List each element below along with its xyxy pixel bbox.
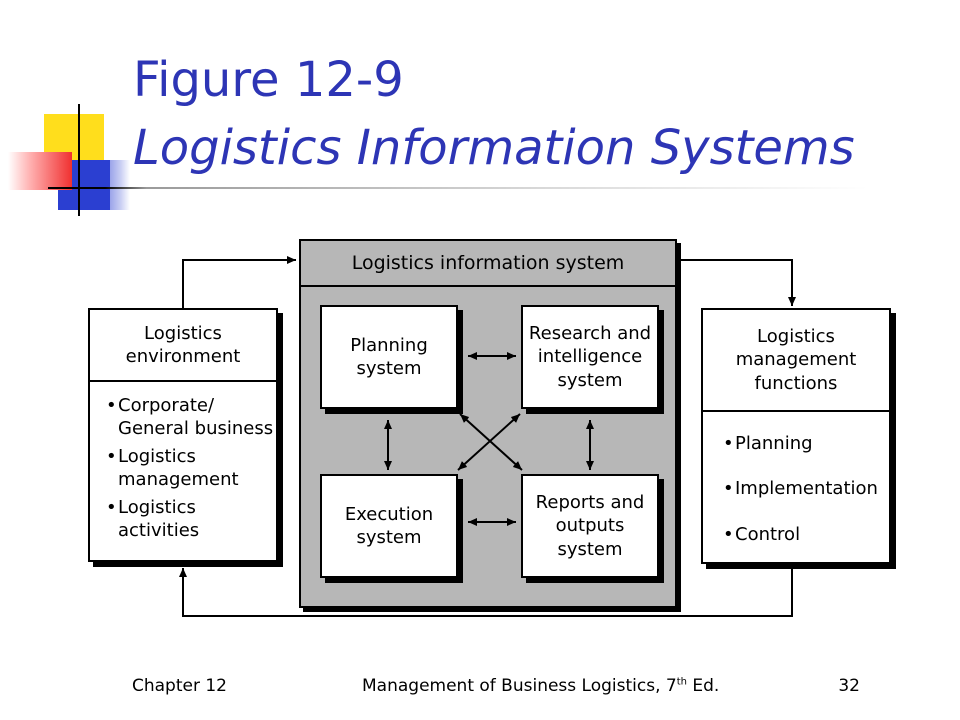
- functions-heading: Logistics management functions: [703, 310, 889, 412]
- footer-book-title: Management of Business Logistics, 7th Ed…: [362, 676, 720, 696]
- planning-system-box: Planning system: [320, 305, 458, 409]
- functions-list: • Planning • Implementation • Control: [703, 432, 889, 546]
- research-execution-arrow: [457, 413, 521, 471]
- reports-system-box: Reports and outputs system: [521, 474, 659, 578]
- research-system-box: Research and intelligence system: [521, 305, 659, 409]
- decor-red-gradient: [8, 152, 72, 190]
- environment-list: • Corporate/ General business • Logistic…: [90, 394, 276, 542]
- lis-panel-title: Logistics information system: [301, 241, 675, 287]
- slide-subtitle: Logistics Information Systems: [133, 120, 855, 176]
- list-item: • Control: [723, 523, 801, 545]
- footer-chapter: Chapter 12: [132, 676, 228, 696]
- feedback-arrow: [179, 566, 793, 617]
- footer-page-number: 32: [838, 676, 860, 696]
- list-item: • Logistics management: [106, 445, 239, 491]
- environment-heading: Logistics environment: [90, 310, 276, 382]
- env-to-lis-arrow: [182, 256, 296, 308]
- list-item: • Logistics activities: [106, 496, 200, 541]
- list-item: • Corporate/ General business: [106, 395, 274, 440]
- decor-vertical-line: [78, 104, 80, 216]
- environment-box: Logistics environment • Corporate/ Gener…: [88, 308, 278, 562]
- title-underline: [48, 187, 868, 189]
- lis-to-functions-arrow: [680, 259, 796, 306]
- list-item: • Planning: [723, 433, 813, 454]
- planning-reports-arrow: [459, 413, 523, 471]
- decor-blue-gradient: [84, 160, 130, 210]
- slide-title: Figure 12-9: [133, 52, 404, 108]
- functions-box: Logistics management functions • Plannin…: [701, 308, 891, 564]
- execution-system-box: Execution system: [320, 474, 458, 578]
- list-item: • Implementation: [723, 478, 878, 500]
